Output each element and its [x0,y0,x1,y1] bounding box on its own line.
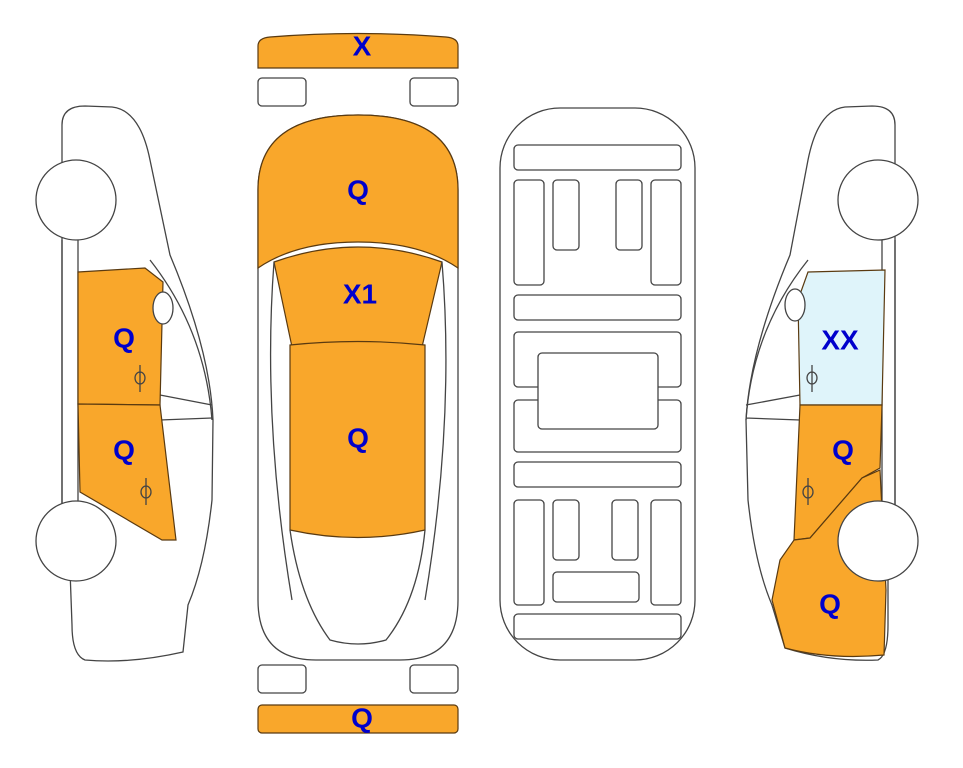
rear-bumper[interactable] [257,704,459,734]
right-front-wheel [837,159,919,241]
left-front-door-label: Q [113,322,135,353]
underbody-panel [513,499,545,606]
top-side-lines [269,261,447,601]
underbody-panel [513,613,682,640]
right-front-door-label: XX [821,324,859,355]
left-rear-wheel [35,500,117,582]
underbody-center-panel [537,352,659,430]
underbody-panel [513,461,682,488]
right-rear-door-handle-icon [802,478,814,505]
hood-label: Q [347,174,369,205]
hood[interactable] [257,114,459,270]
left-front-door[interactable] [77,267,164,406]
windshield-label: X1 [343,278,377,309]
underbody-panel [615,179,643,251]
underbody-panel [552,179,580,251]
underbody-panel [650,499,682,606]
left-windshield-line [149,259,213,421]
left-side-view: Q Q [35,105,214,662]
rear-bumper-label: Q [351,702,373,733]
left-mirror [152,291,174,325]
front-bumper-label: X [353,30,372,61]
right-mirror [784,288,806,322]
front-bumper[interactable] [257,32,459,69]
underbody-panel [552,571,640,603]
left-rear-door-label: Q [113,434,135,465]
front-left-light [257,77,307,107]
right-rear-door-label: Q [832,434,854,465]
right-rear-wheel [837,500,919,582]
top-view: X Q X1 Q Q [257,30,459,734]
underbody-panel [513,294,682,321]
rear-left-light [257,664,307,694]
underbody-panel [650,179,682,286]
rear-right-light [409,664,459,694]
underbody-panel [552,499,580,561]
roof-label: Q [347,422,369,453]
right-rear-quarter-label: Q [819,588,841,619]
right-front-door-handle-icon [806,365,818,392]
right-windshield-line [745,259,809,421]
left-rear-door[interactable] [77,403,177,541]
underbody-panel [611,499,639,561]
front-right-light [409,77,459,107]
left-rear-door-handle-icon [140,478,152,505]
left-mirror-bar [159,394,213,421]
underbody-view [499,107,696,661]
right-side-view: XX Q Q [745,105,919,661]
left-front-wheel [35,159,117,241]
rear-window [289,529,426,645]
underbody-panel [513,144,682,171]
left-front-door-handle-icon [134,365,146,392]
underbody-panel [513,179,545,286]
